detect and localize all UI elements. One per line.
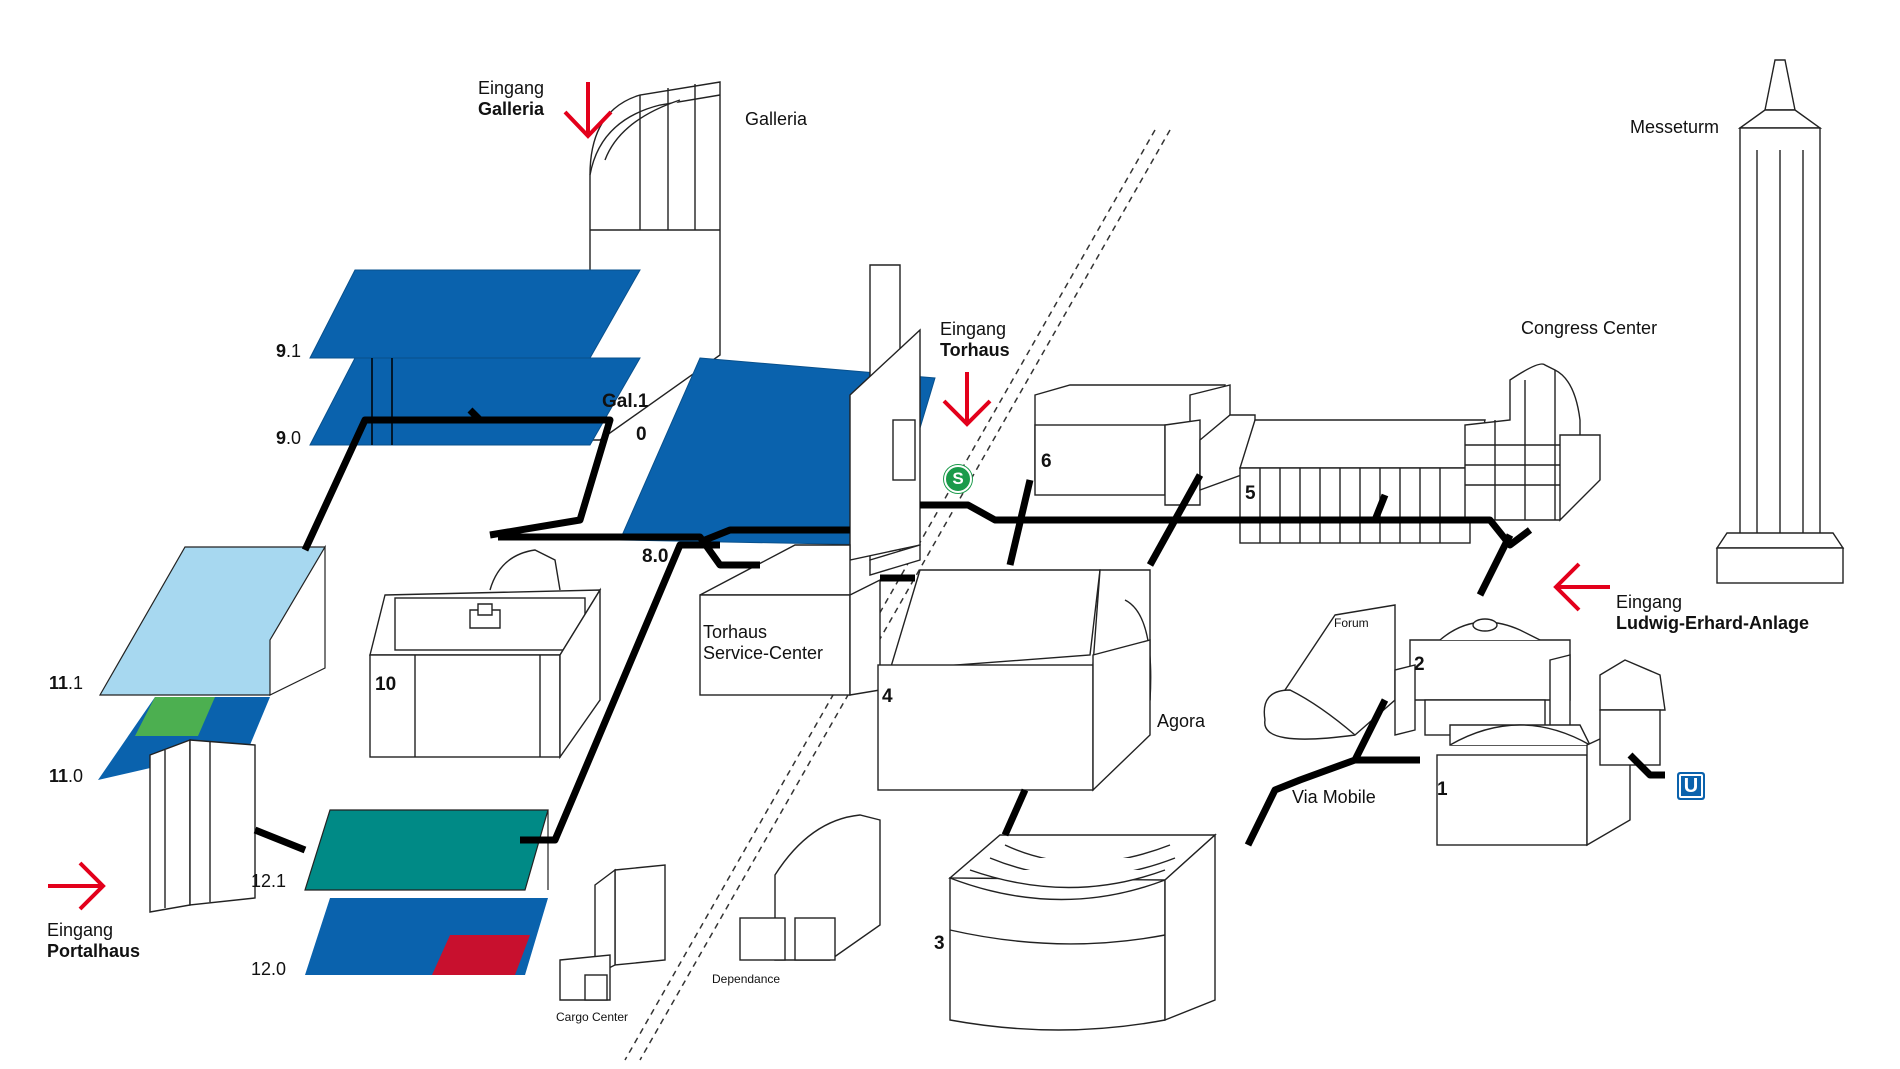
entrance-torhaus-label[interactable]: Eingang Torhaus <box>940 319 1010 361</box>
hall-9-1-minor: .1 <box>286 341 302 361</box>
hall-1-label[interactable]: 1 <box>1437 779 1448 800</box>
hall-gal-1-label[interactable]: Gal.1 <box>602 391 649 412</box>
hall-10-building <box>369 549 602 760</box>
entrance-ludwig-line1: Eingang <box>1616 592 1683 612</box>
hall-9-1-label[interactable]: 9.1 <box>276 341 301 362</box>
hall-12-0-floor[interactable] <box>305 898 548 975</box>
cargo-center-building <box>559 864 666 1001</box>
hall-5-building <box>1239 419 1486 544</box>
entrance-ludwig-label[interactable]: Eingang Ludwig-Erhard-Anlage <box>1616 592 1809 634</box>
hall-11-1-minor: .1 <box>68 673 84 693</box>
hall-11-0-floor[interactable] <box>98 697 270 780</box>
railway-line <box>624 129 1171 1061</box>
entrance-arrow-ludwig <box>1553 562 1610 612</box>
forum-label: Forum <box>1334 616 1369 630</box>
hall-2-label[interactable]: 2 <box>1414 654 1425 675</box>
entrance-galleria-label[interactable]: Eingang Galleria <box>478 78 544 120</box>
hall-11-0-minor: .0 <box>68 766 84 786</box>
hall-11-0-major: 11 <box>49 766 69 786</box>
torhaus-line2: Service-Center <box>703 643 824 663</box>
cargo-center-label: Cargo Center <box>556 1010 629 1024</box>
torhaus-building <box>699 264 921 696</box>
hall-9-0-major: 9 <box>276 428 287 448</box>
hall-10-label[interactable]: 10 <box>375 674 397 695</box>
entrance-portalhaus-line1: Eingang <box>47 920 114 940</box>
hall-12-1-floor[interactable] <box>304 809 549 891</box>
congress-center-label: Congress Center <box>1521 318 1658 338</box>
hall-12-0-label[interactable]: 12.0 <box>251 959 287 979</box>
hall-6-building <box>1034 384 1256 506</box>
messeturm-tower <box>1715 59 1845 584</box>
hall-3-label[interactable]: 3 <box>934 933 945 954</box>
u-bahn-icon[interactable]: U <box>1677 772 1705 800</box>
hall-12-1-label[interactable]: 12.1 <box>251 871 287 891</box>
portalhaus-building <box>149 738 256 913</box>
dependance-building <box>739 814 881 961</box>
dependance-label: Dependance <box>712 972 781 986</box>
entrance-arrow-galleria <box>563 82 613 139</box>
forum-building <box>1263 604 1396 740</box>
hall-1-building <box>1436 659 1666 847</box>
entrance-galleria-line1: Eingang <box>478 78 545 98</box>
via-mobile-label: Via Mobile <box>1292 787 1376 807</box>
hall-9-1-floor[interactable] <box>309 269 641 359</box>
s-bahn-icon[interactable]: S <box>944 465 972 493</box>
entrance-ludwig-line2: Ludwig-Erhard-Anlage <box>1616 613 1809 633</box>
hall-5-label[interactable]: 5 <box>1245 483 1256 504</box>
hall-11-1-floor[interactable] <box>98 544 326 696</box>
entrance-torhaus-line1: Eingang <box>940 319 1007 339</box>
hall-9-0-minor: .0 <box>286 428 302 448</box>
hall-6-label[interactable]: 6 <box>1041 451 1052 472</box>
hall-4-label[interactable]: 4 <box>882 686 893 707</box>
hall-9-1-major: 9 <box>276 341 287 361</box>
entrance-portalhaus-line2: Portalhaus <box>47 941 141 961</box>
messeturm-label: Messeturm <box>1630 117 1720 137</box>
hall-2-building <box>1394 618 1571 736</box>
torhaus-line1: Torhaus <box>703 622 768 642</box>
entrance-arrow-portalhaus <box>48 861 106 911</box>
hall-8-0-label[interactable]: 8.0 <box>642 546 669 567</box>
entrance-portalhaus-label[interactable]: Eingang Portalhaus <box>47 920 140 962</box>
hall-4-building <box>877 569 1152 792</box>
walkway-network <box>253 407 1665 854</box>
entrance-torhaus-line2: Torhaus <box>940 340 1010 360</box>
torhaus-service-center-label: Torhaus Service-Center <box>703 622 823 664</box>
entrance-arrow-torhaus <box>942 372 992 427</box>
hall-11-0-label[interactable]: 11.0 <box>49 766 83 787</box>
hall-3-building <box>948 833 1217 1031</box>
entrance-galleria-line2: Galleria <box>478 99 545 119</box>
hall-gal-0-label[interactable]: 0 <box>636 424 647 445</box>
hall-11-1-label[interactable]: 11.1 <box>49 673 83 694</box>
hall-11-1-major: 11 <box>49 673 69 693</box>
galleria-label: Galleria <box>745 109 808 129</box>
agora-label: Agora <box>1157 711 1206 731</box>
hall-9-0-label[interactable]: 9.0 <box>276 428 301 449</box>
u-bahn-letter: U <box>1679 774 1703 798</box>
galleria-building <box>589 81 721 441</box>
congress-center-building <box>1464 363 1601 522</box>
